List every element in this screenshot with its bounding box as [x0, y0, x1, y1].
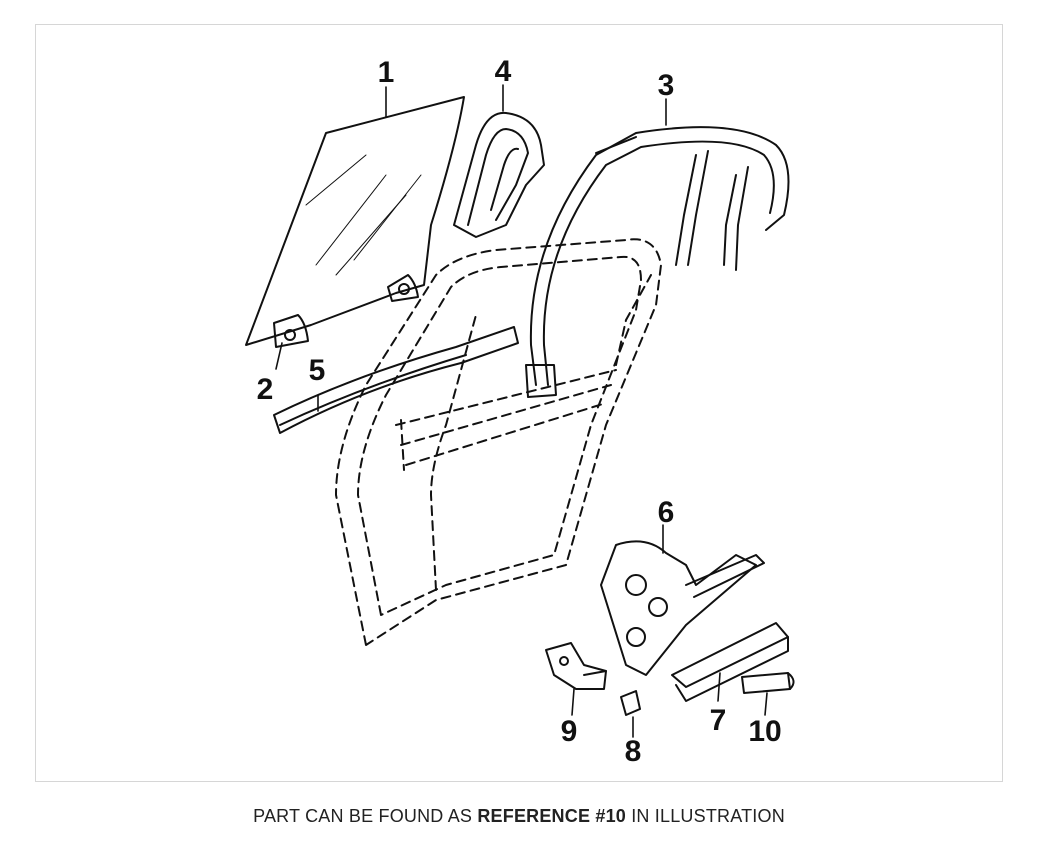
- part-5-belt-molding: [273, 326, 519, 434]
- illustration-frame: 1 2 3 4 5 6 7 8 9 10: [35, 24, 1003, 782]
- callout-2: 2: [257, 373, 274, 406]
- parts-diagram: 1 2 3 4 5 6 7 8 9 10: [245, 55, 795, 768]
- callout-10: 10: [748, 715, 781, 748]
- part-3-weatherstrip: [525, 126, 790, 398]
- callout-5: 5: [309, 354, 326, 387]
- reference-caption: PART CAN BE FOUND AS REFERENCE #10 IN IL…: [0, 806, 1038, 827]
- leader-lines: [275, 84, 768, 738]
- callout-1: 1: [378, 56, 395, 89]
- callout-3: 3: [658, 69, 675, 102]
- part-9-motor: [545, 642, 607, 690]
- door-shell: [335, 238, 662, 646]
- part-6-regulator: [600, 540, 765, 676]
- part-1-glass: [245, 96, 465, 348]
- callout-7: 7: [710, 704, 727, 737]
- caption-prefix: PART CAN BE FOUND AS: [253, 806, 473, 826]
- callout-6: 6: [658, 496, 675, 529]
- part-4-vent-channel: [453, 111, 545, 238]
- callout-9: 9: [561, 715, 578, 748]
- callout-4: 4: [495, 55, 512, 88]
- part-10-bolt: [741, 672, 795, 694]
- caption-reference: REFERENCE #10: [477, 806, 626, 826]
- callout-8: 8: [625, 735, 642, 768]
- caption-suffix: IN ILLUSTRATION: [631, 806, 785, 826]
- part-7-channel: [671, 622, 789, 702]
- part-8-clip: [620, 690, 641, 716]
